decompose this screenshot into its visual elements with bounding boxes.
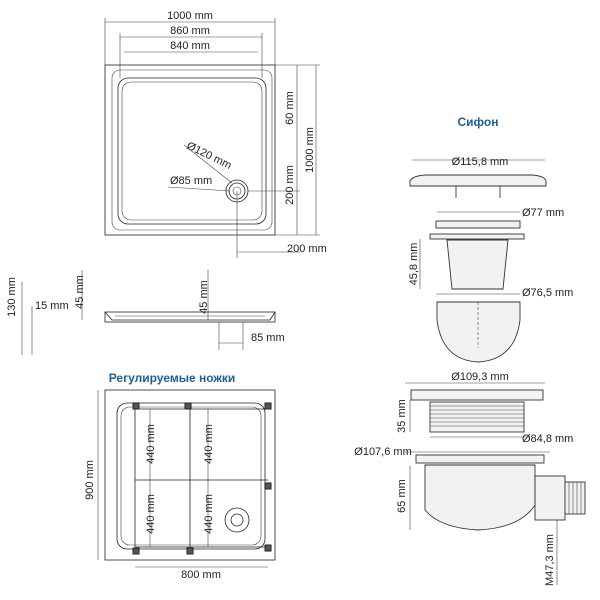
dim-84-8: Ø84,8 mm	[522, 433, 573, 445]
siphon-grate	[435, 220, 521, 229]
legs-drain-outer	[224, 507, 250, 533]
dim-1000-top: 1000 mm	[167, 10, 213, 22]
dim-45-right: 45 mm	[198, 280, 210, 314]
legs-tray-outline	[104, 389, 276, 561]
legs-header: Регулируемые ножки	[109, 371, 236, 385]
dim-drain-120: Ø120 mm	[185, 140, 234, 172]
dim-cap-115-8: Ø115,8 mm	[452, 156, 509, 168]
siphon-header: Сифон	[458, 115, 499, 129]
siphon-cup	[436, 301, 521, 363]
tray-basin-inner	[121, 81, 263, 221]
tray-side-view: 130 mm 15 mm 45 mm 45 mm 85 mm	[6, 270, 285, 355]
legs-view: Регулируемые ножки 900 mm 440 mm 440 mm …	[84, 371, 276, 581]
tray-outline	[104, 64, 276, 236]
siphon-flange	[410, 389, 544, 401]
dim-800: 800 mm	[181, 569, 221, 581]
siphon-cap	[409, 174, 547, 187]
dim-107-6: Ø107,6 mm	[354, 446, 411, 458]
siphon-outlet	[534, 475, 566, 521]
dim-130: 130 mm	[6, 277, 18, 317]
dim-440-lower-left: 440 mm	[145, 494, 157, 534]
siphon-outlet-end	[564, 481, 586, 515]
tray-side-profile	[104, 311, 276, 323]
dim-35: 35 mm	[396, 399, 408, 433]
dim-200-bottom: 200 mm	[287, 243, 327, 255]
dim-60-right: 60 mm	[284, 91, 296, 125]
dim-200-right: 200 mm	[284, 165, 296, 205]
dim-1000-right: 1000 mm	[304, 127, 316, 173]
dim-77: Ø77 mm	[522, 207, 564, 219]
siphon-trap-body	[446, 239, 509, 290]
dim-45-left: 45 mm	[74, 275, 86, 309]
dim-840: 840 mm	[170, 40, 210, 52]
dim-440-lower-right: 440 mm	[203, 494, 215, 534]
dim-109-3: Ø109,3 mm	[451, 371, 508, 383]
tray-basin	[117, 77, 267, 225]
siphon-body	[424, 464, 536, 531]
dim-860: 860 mm	[170, 25, 210, 37]
dim-76-5: Ø76,5 mm	[522, 287, 573, 299]
siphon-thread	[429, 401, 525, 433]
dim-drain-85: Ø85 mm	[170, 175, 212, 187]
tray-top-view: 1000 mm 860 mm 840 mm 60 mm 1000 mm 200 …	[104, 10, 327, 258]
dim-15: 15 mm	[35, 300, 69, 312]
dim-440-upper-right: 440 mm	[203, 424, 215, 464]
dim-45-8: 45,8 mm	[408, 243, 420, 286]
dim-65: 65 mm	[396, 479, 408, 513]
dim-440-upper-left: 440 mm	[145, 424, 157, 464]
siphon-view: Сифон Ø115,8 mm Ø77 mm 45,8 mm Ø76,5 mm …	[354, 115, 586, 586]
dim-85: 85 mm	[251, 332, 285, 344]
siphon-body-flange	[415, 454, 545, 464]
tray-rim	[111, 69, 273, 231]
legs-drain-inner	[230, 513, 244, 527]
dim-m47-3: M47,3 mm	[544, 534, 556, 586]
dim-900: 900 mm	[84, 460, 96, 500]
